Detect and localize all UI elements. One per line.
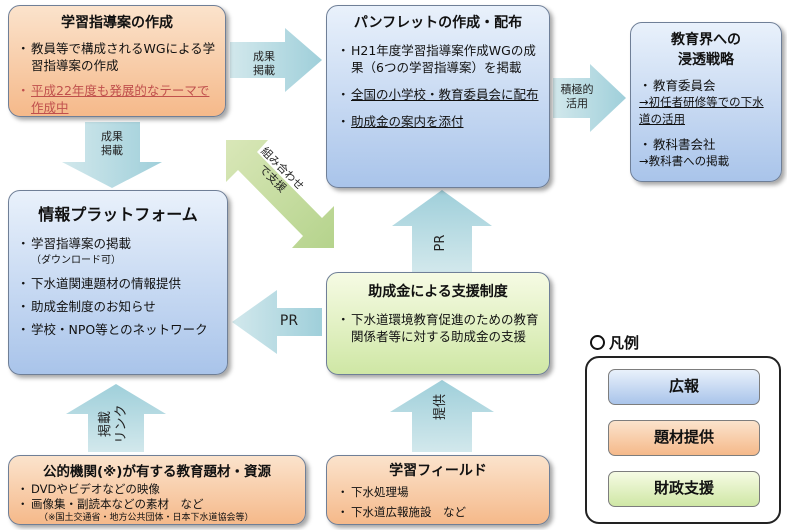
arrow-public-to-platform [66, 384, 166, 452]
box-education-title-2: 浸透戦略 [678, 52, 734, 68]
legend-item-financial: 財政支援 [608, 471, 760, 507]
field-item: 下水道広報施設 など [337, 504, 539, 520]
education-item-sub: →初任者研修等での下水道の活用 [639, 95, 764, 126]
box-subsidy-system: 助成金による支援制度 下水道環境教育促進のための教育関係者等に対する助成金の支援 [326, 272, 550, 375]
box-pamphlet: パンフレットの作成・配布 H21年度学習指導案作成WGの成果（6つの学習指導案）… [326, 5, 550, 188]
public-item: 画像集・副読本などの素材 など [17, 497, 297, 512]
legend-title: 凡例 [590, 332, 639, 353]
label-seika-keisai-right: 成果 掲載 [253, 50, 275, 77]
legend-item-material: 題材提供 [608, 420, 760, 456]
education-item-sub: →教科書への掲載 [639, 154, 730, 168]
platform-item: 学習指導案の掲載 [17, 235, 219, 252]
platform-item: 下水道関連題材の情報提供 [17, 275, 219, 292]
legend-item-pr: 広報 [608, 369, 760, 405]
pamphlet-item: 全国の小学校・教育委員会に配布 [337, 86, 539, 103]
education-item: 教科書会社 [639, 136, 773, 153]
label-sekkyokuteki-katsuyou: 積極的 活用 [560, 83, 594, 110]
box-public-title: 公的機関(※)が有する教育題材・資源 [43, 464, 271, 480]
circle-icon [590, 335, 605, 350]
box-guideline-creation: 学習指導案の作成 教員等で構成されるWGによる学習指導案の作成 平成22年度も発… [8, 5, 226, 117]
label-keisai-link: 掲載 リンク [98, 404, 129, 444]
box-platform-title: 情報プラットフォーム [38, 205, 198, 224]
arrow-guideline-to-platform [62, 122, 162, 188]
legend-box [585, 356, 781, 524]
arrow-subsidy-to-pamphlet [392, 190, 492, 272]
education-item: 教育委員会 [639, 77, 773, 94]
box-guideline-title: 学習指導案の作成 [61, 15, 173, 31]
arrow-combination-support [226, 140, 334, 248]
box-pamphlet-title: パンフレットの作成・配布 [353, 15, 523, 31]
arrow-subsidy-to-platform [232, 290, 322, 354]
arrow-pamphlet-to-education [553, 64, 626, 132]
guideline-item: 教員等で構成されるWGによる学習指導案の作成 [17, 40, 217, 74]
box-learning-field: 学習フィールド 下水処理場 下水道広報施設 など [326, 455, 550, 525]
box-education-strategy: 教育界への 浸透戦略 教育委員会 →初任者研修等での下水道の活用 教科書会社 →… [630, 22, 782, 182]
box-subsidy-title: 助成金による支援制度 [368, 284, 508, 300]
box-info-platform: 情報プラットフォーム 学習指導案の掲載 （ダウンロード可） 下水道関連題材の情報… [8, 190, 228, 375]
box-education-title-1: 教育界への [671, 32, 741, 48]
box-field-title: 学習フィールド [389, 463, 487, 479]
legend-title-text: 凡例 [609, 334, 640, 352]
public-item: DVDやビデオなどの映像 [17, 482, 297, 497]
label-pr-up: PR [433, 234, 448, 252]
public-note: （※国土交通省・地方公共団体・日本下水道協会等） [39, 513, 254, 523]
subsidy-item: 下水道環境教育促進のための教育関係者等に対する助成金の支援 [337, 311, 539, 345]
label-teikyo: 提供 [433, 394, 448, 421]
platform-item-sub: （ダウンロード可） [31, 255, 121, 266]
arrow-field-to-subsidy [390, 380, 494, 452]
label-pr-left: PR [279, 313, 299, 329]
field-item: 下水処理場 [337, 484, 539, 500]
label-seika-keisai-down: 成果 掲載 [101, 130, 123, 157]
pamphlet-item: H21年度学習指導案作成WGの成果（6つの学習指導案）を掲載 [337, 42, 539, 76]
platform-item: 学校・NPO等とのネットワーク [17, 321, 219, 338]
box-public-resources: 公的機関(※)が有する教育題材・資源 DVDやビデオなどの映像 画像集・副読本な… [8, 455, 306, 525]
arrow-guideline-to-pamphlet [230, 28, 322, 92]
platform-item: 助成金制度のお知らせ [17, 298, 219, 315]
pamphlet-item: 助成金の案内を添付 [337, 113, 539, 130]
guideline-item-highlight: 平成22年度も発展的なテーマで作成中 [17, 82, 217, 116]
